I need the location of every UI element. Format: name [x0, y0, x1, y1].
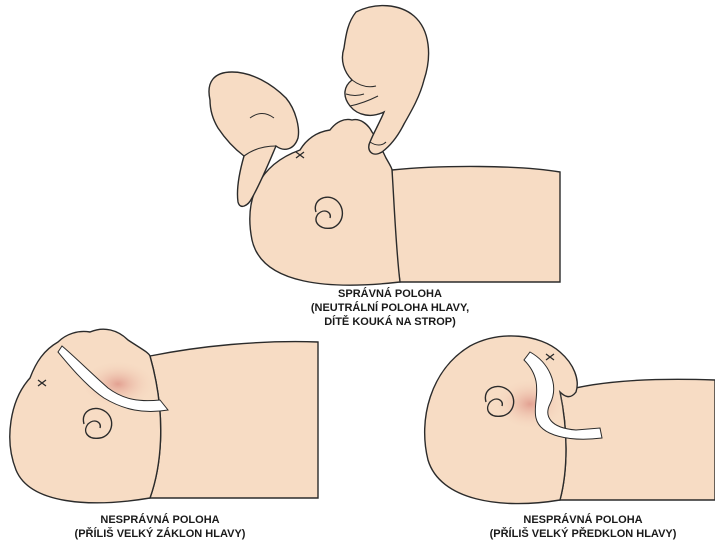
infant-head-extended-icon	[10, 329, 318, 503]
caption-hyperflexion-line1: (PŘÍLIŠ VELKÝ PŘEDKLON HLAVY)	[458, 527, 708, 541]
infant-head-extended	[10, 329, 161, 503]
caption-hyperextension: NESPRÁVNÁ POLOHA (PŘÍLIŠ VELKÝ ZÁKLON HL…	[40, 513, 280, 541]
caption-hyperflexion-title: NESPRÁVNÁ POLOHA	[458, 513, 708, 527]
caption-correct-position: SPRÁVNÁ POLOHA (NEUTRÁLNÍ POLOHA HLAVY, …	[280, 287, 500, 329]
caption-correct-line1: (NEUTRÁLNÍ POLOHA HLAVY,	[280, 301, 500, 315]
caption-hyperextension-line1: (PŘÍLIŠ VELKÝ ZÁKLON HLAVY)	[40, 527, 280, 541]
infant-head-neutral-icon	[250, 119, 560, 285]
redness-flexed	[494, 378, 566, 430]
caption-hyperextension-title: NESPRÁVNÁ POLOHA	[40, 513, 280, 527]
infant-head-flexed-icon	[425, 336, 715, 504]
infant-body-neutral	[392, 166, 560, 282]
caption-correct-line2: DÍTĚ KOUKÁ NA STROP)	[280, 315, 500, 329]
infant-body-extended	[150, 342, 318, 498]
caption-correct-title: SPRÁVNÁ POLOHA	[280, 287, 500, 301]
caption-hyperflexion: NESPRÁVNÁ POLOHA (PŘÍLIŠ VELKÝ PŘEDKLON …	[458, 513, 708, 541]
